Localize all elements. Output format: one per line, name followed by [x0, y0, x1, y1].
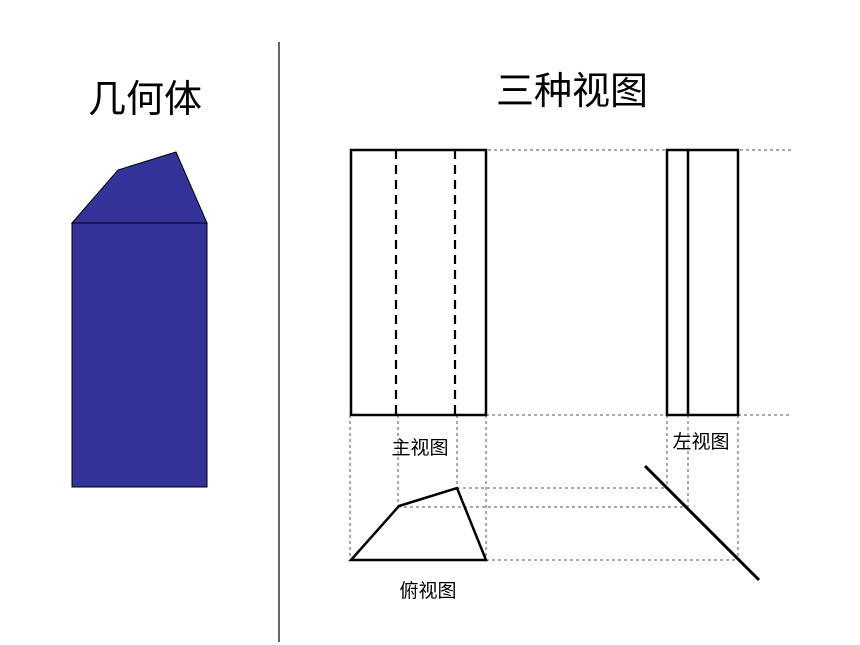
solid-title: 几何体 — [88, 77, 202, 121]
side-view-label: 左视图 — [672, 431, 729, 453]
solid-body — [71, 222, 208, 488]
transfer-line-45 — [643, 464, 761, 582]
side-view-outline — [665, 148, 740, 417]
front-view-label: 主视图 — [391, 437, 448, 459]
solid-top-cap — [70, 151, 208, 224]
front-view — [349, 148, 488, 417]
top-view-outline — [348, 486, 488, 562]
views-title: 三种视图 — [496, 69, 648, 113]
front-view-outline — [349, 148, 488, 417]
top-view-label: 俯视图 — [399, 580, 456, 602]
projection-lines — [349, 149, 792, 561]
side-view — [665, 148, 740, 417]
geometric-solid — [70, 151, 208, 488]
